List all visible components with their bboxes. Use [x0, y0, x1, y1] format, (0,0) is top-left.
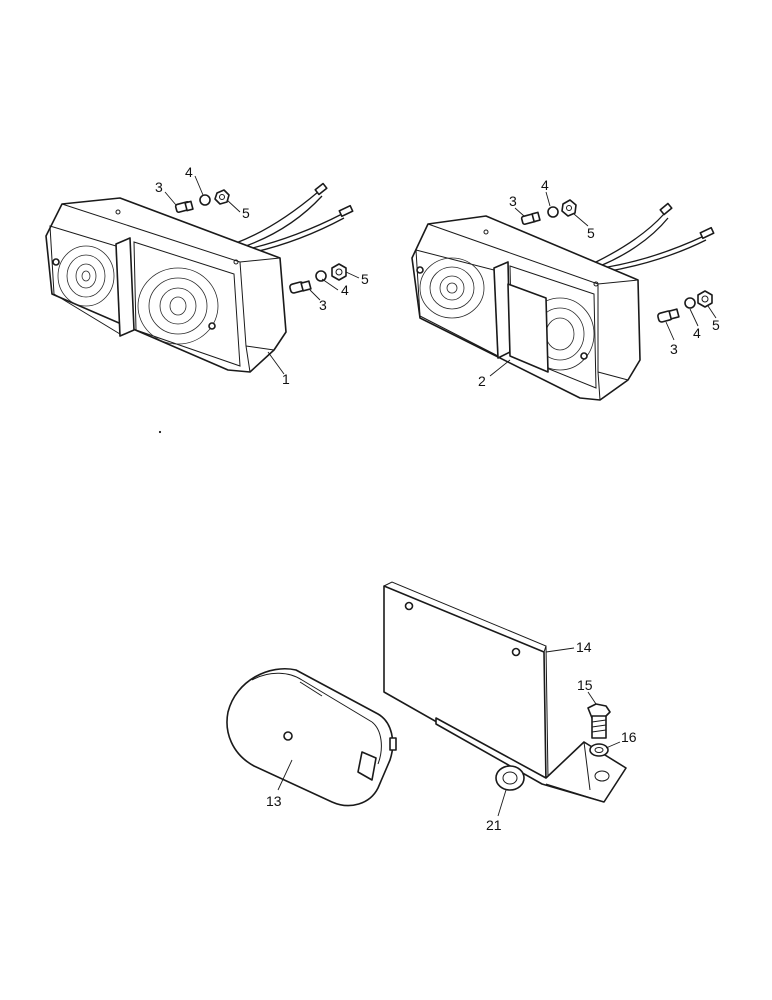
- plate-grommet: [495, 765, 525, 791]
- plate-grommet-label: 21: [486, 817, 502, 833]
- plate-lamp-label: 13: [266, 793, 282, 809]
- plate-washer: [589, 743, 609, 757]
- right-light-nut-top-label: 5: [587, 225, 595, 241]
- left-light-housing: [45, 197, 287, 373]
- left-light-screw-side: [289, 280, 312, 294]
- left-light-screw-top: [174, 200, 194, 214]
- right-light-nut-side-label: 5: [712, 317, 720, 333]
- right-light-washer-side-label: 4: [693, 325, 701, 341]
- right-light-reflector: [507, 283, 549, 373]
- plate-bracket: [383, 581, 627, 803]
- right-light-washer-side: [684, 297, 696, 309]
- left-light-washer-top-label: 4: [185, 164, 193, 180]
- right-light-screw-top-label: 3: [509, 193, 517, 209]
- left-light-screw-top-label: 3: [155, 179, 163, 195]
- left-light-nut-side: [331, 263, 347, 281]
- right-rear-light-assembly: 3 4 5 3 4 5 2: [411, 177, 720, 401]
- left-light-part-label: 1: [282, 371, 290, 387]
- left-light-washer-side-label: 4: [341, 282, 349, 298]
- left-light-wires: [235, 182, 354, 255]
- plate-washer-label: 16: [621, 729, 637, 745]
- right-light-screw-top: [520, 211, 541, 226]
- left-light-screw-side-label: 3: [319, 297, 327, 313]
- right-light-screw-side: [657, 308, 680, 323]
- right-light-nut-top: [561, 199, 577, 217]
- right-light-washer-top-label: 4: [541, 177, 549, 193]
- right-light-nut-side: [697, 290, 713, 308]
- left-light-nut-top-label: 5: [242, 205, 250, 221]
- left-light-nut-side-label: 5: [361, 271, 369, 287]
- plate-bolt-label: 15: [577, 677, 593, 693]
- left-light-washer-side: [315, 270, 327, 282]
- right-light-housing: [411, 215, 641, 401]
- plate-bolt: [587, 703, 611, 739]
- plate-bracket-label: 14: [576, 639, 592, 655]
- left-light-nut-top: [214, 189, 230, 205]
- plate-assembly: 14 15 16 13 21: [226, 581, 637, 833]
- right-light-part-label: 2: [478, 373, 486, 389]
- plate-lamp: [226, 668, 397, 807]
- right-light-wires: [595, 202, 715, 273]
- right-light-screw-side-label: 3: [670, 341, 678, 357]
- left-rear-light-assembly: 3 4 5 3 4 5 1: [45, 164, 369, 387]
- right-light-washer-top: [547, 206, 559, 218]
- left-light-washer-top: [199, 194, 211, 206]
